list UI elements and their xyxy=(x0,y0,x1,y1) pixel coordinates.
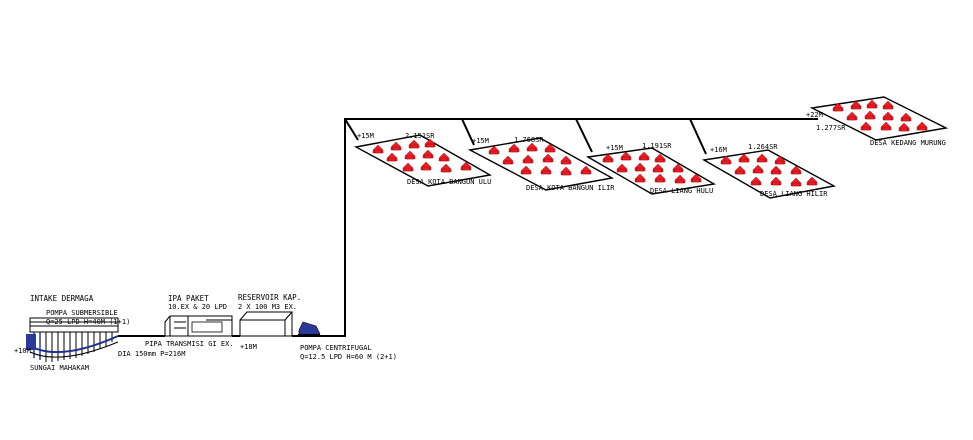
village-1-elevation: +15M xyxy=(357,132,374,140)
village-1-name: DESA KOTA BANGUN ULU xyxy=(407,178,491,186)
intake-structure xyxy=(26,317,119,362)
village-kota-bangun-ulu xyxy=(353,134,493,187)
ipa-package-unit xyxy=(164,315,233,337)
reservoir-spec: 2 X 100 M3 EX. xyxy=(238,303,297,311)
intake-elevation: +10M xyxy=(14,347,31,355)
village-liang-hulu xyxy=(585,147,717,195)
village-4-elevation: +16M xyxy=(710,146,727,154)
village-1-sr: 2.151SR xyxy=(405,132,435,140)
centrifugal-spec: Q=12.5 LPD H=60 M (2+1) xyxy=(300,353,397,361)
ipa-spec: 10.EX & 20 LPD xyxy=(168,303,227,311)
reservoir-elevation: +18M xyxy=(240,343,257,351)
branch-kota-bangun-ilir xyxy=(461,118,475,146)
village-3-elevation: +15M xyxy=(606,144,623,152)
village-kota-bangun-ilir xyxy=(467,137,615,191)
distribution-main-pipe xyxy=(318,118,690,337)
village-2-elevation: +15M xyxy=(472,137,489,145)
ipa-title: IPA PAKET xyxy=(168,294,209,303)
submersible-pump-icon xyxy=(26,334,36,350)
river-label: SUNGAI MAHAKAM xyxy=(30,364,89,372)
village-5-elevation: +22M xyxy=(806,111,823,119)
village-kedang-murung xyxy=(809,96,949,141)
branch-kota-bangun-ulu xyxy=(344,118,359,141)
reservoir-tank xyxy=(239,311,293,337)
transmission-pipe-label-2: DIA 150mm P=216M xyxy=(118,350,185,358)
intake-title: INTAKE DERMAGA xyxy=(30,294,94,303)
village-3-name: DESA LIANG HULU xyxy=(650,187,713,195)
transmission-pipe-label-1: PIPA TRANSMISI GI EX. xyxy=(145,340,234,348)
branch-liang-hilir xyxy=(689,118,707,155)
centrifugal-title: POMPA CENTRIFUGAL xyxy=(300,344,372,352)
intake-pump-name: POMPA SUBMERSIBLE xyxy=(46,309,118,317)
village-5-name: DESA KEDANG MURUNG xyxy=(870,139,946,147)
centrifugal-pump-icon xyxy=(298,321,321,337)
reservoir-title: RESERVOIR KAP. xyxy=(238,293,301,302)
village-liang-hilir xyxy=(701,149,837,199)
village-2-name: DESA KOTA BANGUN ILIR xyxy=(526,184,615,192)
village-5-sr: 1.277SR xyxy=(816,124,846,132)
intake-pump-spec: Q=25 LPD H=40M (1+1) xyxy=(46,318,130,326)
village-3-sr: 1.191SR xyxy=(642,142,672,150)
village-4-sr: 1.264SR xyxy=(748,143,778,151)
village-4-name: DESA LIANG HILIR xyxy=(760,190,828,198)
intake-piers xyxy=(29,332,119,362)
village-2-sr: 1.768SR xyxy=(514,136,544,144)
branch-liang-hulu xyxy=(575,118,593,153)
